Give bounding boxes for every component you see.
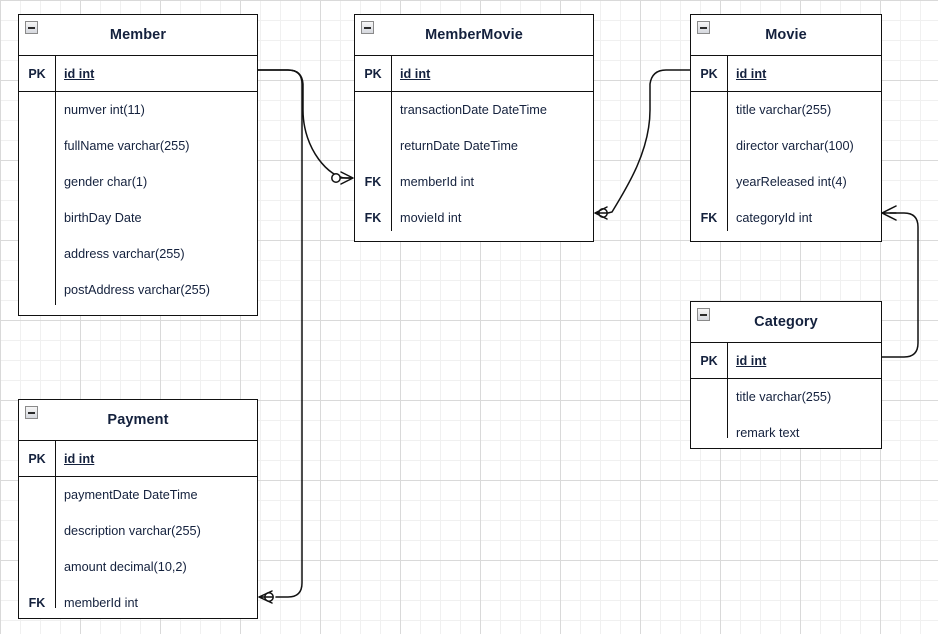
entity-row-pk[interactable]: PK id int (355, 56, 593, 92)
entity-row[interactable]: returnDate DateTime (355, 128, 593, 164)
entity-header: Category (691, 302, 881, 343)
entity-row[interactable]: remark text (691, 415, 881, 451)
row-field-label: title varchar(255) (736, 390, 832, 404)
entity-title: Member (109, 27, 167, 43)
entity-header: Movie (691, 15, 881, 56)
row-field-label: id int (64, 66, 95, 81)
entity-title: Category (754, 314, 818, 330)
key-column-divider (727, 55, 728, 231)
row-field-label: categoryId int (736, 211, 813, 225)
entity-row[interactable]: description varchar(255) (19, 513, 257, 549)
row-field-label: numver int(11) (64, 103, 145, 117)
row-key-label: PK (28, 66, 46, 81)
entity-row[interactable]: title varchar(255) (691, 379, 881, 415)
row-field-label: memberId int (400, 175, 475, 189)
row-key-label: PK (364, 66, 382, 81)
minus-box-icon[interactable] (25, 406, 38, 419)
row-key-label: FK (364, 175, 382, 189)
entity-row[interactable]: FK movieId int (355, 200, 593, 236)
minus-box-icon[interactable] (25, 21, 38, 34)
row-field-label: id int (64, 451, 95, 466)
row-field-label: yearReleased int(4) (736, 175, 847, 189)
entity-row-pk[interactable]: PK id int (19, 56, 257, 92)
row-field-label: id int (736, 353, 767, 368)
row-field-label: fullName varchar(255) (64, 139, 190, 153)
entity-title: Payment (107, 412, 169, 428)
row-field-label: memberId int (64, 596, 139, 610)
entity-row[interactable]: postAddress varchar(255) (19, 272, 257, 308)
entity-row[interactable]: director varchar(100) (691, 128, 881, 164)
entity-row[interactable]: yearReleased int(4) (691, 164, 881, 200)
minus-box-icon[interactable] (361, 21, 374, 34)
entity-header: Payment (19, 400, 257, 441)
row-key-label: PK (700, 353, 718, 368)
entity-row[interactable]: fullName varchar(255) (19, 128, 257, 164)
entity-row[interactable]: numver int(11) (19, 92, 257, 128)
entity-row-pk[interactable]: PK id int (19, 441, 257, 477)
row-key-label: PK (28, 451, 46, 466)
row-key-label: FK (364, 211, 382, 225)
row-key-label: FK (28, 596, 46, 610)
row-key-label: PK (700, 66, 718, 81)
entity-row-pk[interactable]: PK id int (691, 56, 881, 92)
key-column-divider (727, 342, 728, 438)
row-field-label: amount decimal(10,2) (64, 560, 187, 574)
entity-row-pk[interactable]: PK id int (691, 343, 881, 379)
entity-header: Member (19, 15, 257, 56)
row-field-label: address varchar(255) (64, 247, 185, 261)
entity-title: Movie (765, 27, 807, 43)
entity-header: MemberMovie (355, 15, 593, 56)
row-key-label: FK (700, 211, 718, 225)
row-field-label: gender char(1) (64, 175, 148, 189)
minus-box-icon[interactable] (697, 308, 710, 321)
row-field-label: transactionDate DateTime (400, 103, 547, 117)
minus-box-icon[interactable] (697, 21, 710, 34)
entity-row[interactable]: FK memberId int (19, 585, 257, 621)
key-column-divider (55, 440, 56, 608)
row-field-label: director varchar(100) (736, 139, 854, 153)
row-field-label: id int (400, 66, 431, 81)
entity-row[interactable]: paymentDate DateTime (19, 477, 257, 513)
row-field-label: paymentDate DateTime (64, 488, 198, 502)
entity-row[interactable]: gender char(1) (19, 164, 257, 200)
row-field-label: returnDate DateTime (400, 139, 518, 153)
entity-row[interactable]: amount decimal(10,2) (19, 549, 257, 585)
row-field-label: movieId int (400, 211, 462, 225)
entity-row[interactable]: transactionDate DateTime (355, 92, 593, 128)
row-field-label: description varchar(255) (64, 524, 201, 538)
entity-title: MemberMovie (425, 27, 523, 43)
row-field-label: remark text (736, 426, 800, 440)
key-column-divider (55, 55, 56, 305)
key-column-divider (391, 55, 392, 231)
entity-row[interactable]: FK memberId int (355, 164, 593, 200)
entity-row[interactable]: birthDay Date (19, 200, 257, 236)
row-field-label: birthDay Date (64, 211, 142, 225)
row-field-label: title varchar(255) (736, 103, 832, 117)
entity-row[interactable]: FK categoryId int (691, 200, 881, 236)
entity-row[interactable]: title varchar(255) (691, 92, 881, 128)
entity-row[interactable]: address varchar(255) (19, 236, 257, 272)
row-field-label: id int (736, 66, 767, 81)
row-field-label: postAddress varchar(255) (64, 283, 210, 297)
